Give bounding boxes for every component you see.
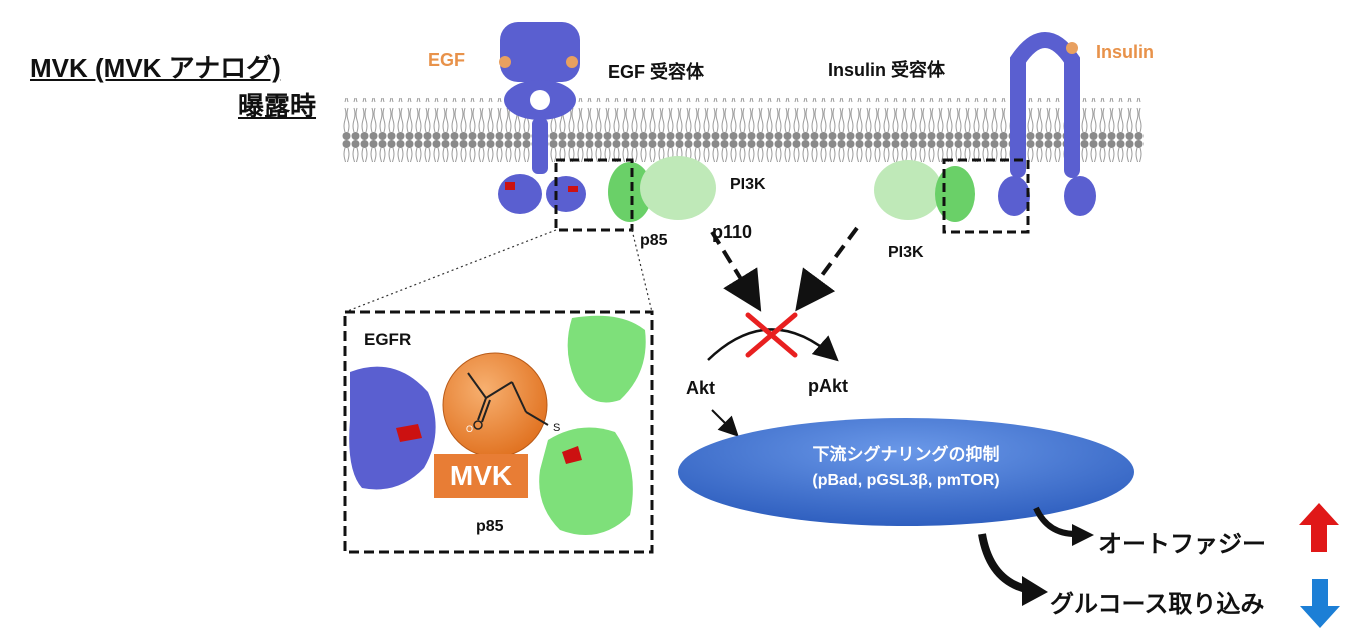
akt-to-pakt-arrow: [707, 328, 839, 362]
downstream-ellipse: [678, 418, 1134, 526]
egf-receptor-structure: [498, 22, 586, 214]
insulin-receptor-structure: [1010, 32, 1080, 178]
insulin-ligand: [1066, 42, 1078, 54]
inhibition-x: [745, 312, 798, 358]
inset-p85-protein: [539, 427, 633, 535]
pi3k-right-structure: [874, 160, 975, 222]
egfr-label: EGFR: [364, 330, 412, 349]
inset-p85-label: p85: [476, 518, 504, 535]
inset-egfr-protein: [349, 366, 436, 490]
pi3k-left-structure: [608, 156, 716, 222]
egf-label: EGF: [428, 50, 466, 70]
mvk-skeletal-formula: [467, 372, 549, 426]
egf-ligand-2: [566, 56, 578, 68]
inset-p85-upper: [567, 315, 646, 403]
p85-label: p85: [640, 232, 668, 249]
zoom-box-insulin: [942, 158, 1030, 234]
sulfur-atom: S: [553, 422, 561, 434]
p110-label: p110: [712, 222, 753, 242]
page-subtitle: 曝露時: [238, 91, 317, 121]
page-title: MVK (MVK アナログ): [30, 53, 281, 83]
oxygen-atom: O: [466, 424, 474, 434]
mvk-box-label: MVK: [434, 454, 528, 498]
downstream-title: 下流シグナリングの抑制: [812, 445, 1000, 464]
insulin-label: Insulin: [1096, 42, 1154, 62]
insulin-receptor-label: Insulin 受容体: [828, 60, 945, 80]
egf-ligand: [499, 56, 511, 68]
downstream-targets: (pBad, pGSL3β, pmTOR): [812, 472, 1000, 489]
autophagy-up-arrow: [1299, 503, 1339, 552]
pi3k-right-label: PI3K: [888, 244, 924, 261]
glucose-uptake-label: グルコース取り込み: [1050, 591, 1265, 618]
autophagy-label: オートファジー: [1098, 531, 1266, 558]
zoom-box-egf: [554, 158, 634, 232]
mvk-molecule-ball: [442, 352, 548, 458]
pakt-label: pAkt: [808, 376, 848, 396]
pi3k-left-label: PI3K: [730, 176, 766, 193]
glucose-down-arrow: [1300, 579, 1340, 628]
egf-receptor-label: EGF 受容体: [608, 62, 705, 82]
akt-label: Akt: [686, 378, 716, 398]
